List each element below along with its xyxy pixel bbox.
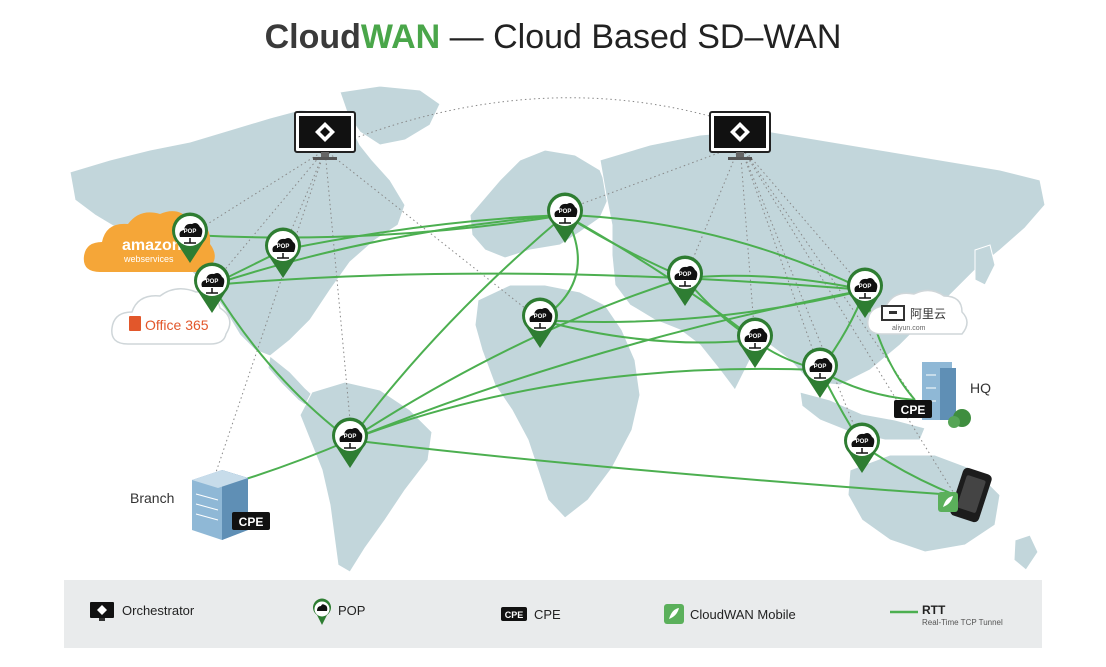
- office-icon: [129, 316, 141, 331]
- pop-pin: POP: [844, 422, 880, 473]
- hq-building-icon: [922, 362, 971, 428]
- office365-cloud: Office 365: [111, 288, 231, 345]
- continent-south-america: [299, 381, 433, 573]
- continent-new-zealand: [1013, 534, 1039, 571]
- pop-pin: POP: [194, 262, 230, 313]
- legend-mobile-label: CloudWAN Mobile: [690, 607, 796, 622]
- pop-pin: POP: [265, 227, 301, 278]
- aliyun-logo-icon: [881, 305, 905, 321]
- world-map: [69, 85, 1046, 573]
- aliyun-cloud: 阿里云 aliyun.com: [867, 289, 968, 335]
- branch-cpe-badge: CPE: [232, 512, 270, 530]
- aliyun-sub: aliyun.com: [892, 325, 926, 332]
- legend-orchestrator-icon: [90, 602, 114, 621]
- continent-asia: [599, 129, 1046, 391]
- legend-cpe-badge-text: CPE: [505, 610, 524, 620]
- title-brand-cloud: Cloud: [265, 18, 361, 56]
- orchestrator-node-west: [294, 111, 356, 160]
- legend-cpe-icon: CPE: [501, 607, 527, 621]
- legend-cpe: CPE CPE: [501, 607, 561, 622]
- pop-pin-label: POP: [184, 229, 197, 235]
- legend: Orchestrator POP CPE CPE CloudWAN Mobile: [64, 580, 1042, 648]
- legend-mobile: CloudWAN Mobile: [664, 604, 796, 624]
- pop-cloud-icon: [529, 308, 553, 322]
- pop-pin-label: POP: [206, 279, 219, 285]
- pop-pin: POP: [172, 212, 208, 263]
- pop-pin-label: POP: [856, 439, 869, 445]
- pop-pin-label: POP: [814, 364, 827, 370]
- pop-pin: POP: [522, 297, 558, 348]
- pop-pin: POP: [802, 347, 838, 398]
- pop-pin-label: POP: [277, 244, 290, 250]
- legend-rtt: RTT Real-Time TCP Tunnel: [890, 603, 1003, 627]
- pop-cloud-icon: [851, 433, 875, 447]
- continent-europe: [469, 149, 611, 259]
- legend-pop-label: POP: [338, 603, 365, 618]
- aws-name: amazon: [122, 237, 182, 254]
- aliyun-name: 阿里云: [910, 307, 946, 321]
- branch-cpe-text: CPE: [239, 515, 264, 529]
- legend-cpe-label: CPE: [534, 607, 561, 622]
- pop-pin-label: POP: [559, 209, 572, 215]
- orchestrator-links: [189, 97, 956, 496]
- pop-pin: POP: [332, 417, 368, 468]
- legend-rtt-label: RTT: [922, 603, 946, 617]
- pop-pin-label: POP: [679, 272, 692, 278]
- pop-cloud-icon: [201, 273, 225, 287]
- hq-cpe-badge: CPE: [894, 400, 932, 418]
- mobile-device: [938, 467, 992, 523]
- legend-background: [64, 580, 1042, 648]
- pop-cloud-icon: [854, 278, 878, 292]
- title-brand-wan: WAN: [361, 18, 440, 56]
- pop-pin-label: POP: [534, 314, 547, 320]
- pop-pin-label: POP: [749, 334, 762, 340]
- pop-cloud-icon: [674, 266, 698, 280]
- office-name: Office 365: [145, 317, 209, 333]
- legend-rtt-sub: Real-Time TCP Tunnel: [922, 618, 1003, 627]
- legend-pop: POP: [313, 598, 365, 625]
- page-title: CloudWAN — Cloud Based SD–WAN: [265, 18, 842, 56]
- pop-cloud-icon: [179, 223, 203, 237]
- pop-cloud-icon: [744, 328, 768, 342]
- branch-site: Branch CPE: [130, 470, 270, 540]
- pop-pin: POP: [547, 192, 583, 243]
- pop-pin-label: POP: [344, 434, 357, 440]
- hq-cpe-text: CPE: [901, 403, 926, 417]
- legend-orchestrator-label: Orchestrator: [122, 603, 195, 618]
- pop-pin-label: POP: [859, 284, 872, 290]
- pop-cloud-icon: [339, 428, 363, 442]
- pop-pin: POP: [667, 255, 703, 306]
- pop-cloud-icon: [272, 238, 296, 252]
- branch-label: Branch: [130, 490, 174, 506]
- pop-pin: POP: [737, 317, 773, 368]
- hq-site: HQ CPE: [894, 362, 991, 428]
- title-rest: — Cloud Based SD–WAN: [440, 18, 841, 56]
- legend-pop-icon: [313, 598, 331, 625]
- pop-layer: POP POP POP POP POP POP POP POP POP POP POP: [172, 192, 883, 473]
- continent-japan: [974, 244, 996, 286]
- continent-southeast-asia: [799, 391, 926, 441]
- continent-africa: [474, 284, 641, 519]
- legend-orchestrator: Orchestrator: [90, 602, 195, 621]
- pop-cloud-icon: [554, 203, 578, 217]
- orchestrator-node-east: [709, 111, 771, 160]
- pop-cloud-icon: [809, 358, 833, 372]
- hq-label: HQ: [970, 380, 991, 396]
- pop-pin: POP: [847, 267, 883, 318]
- aws-sub: webservices: [123, 254, 174, 264]
